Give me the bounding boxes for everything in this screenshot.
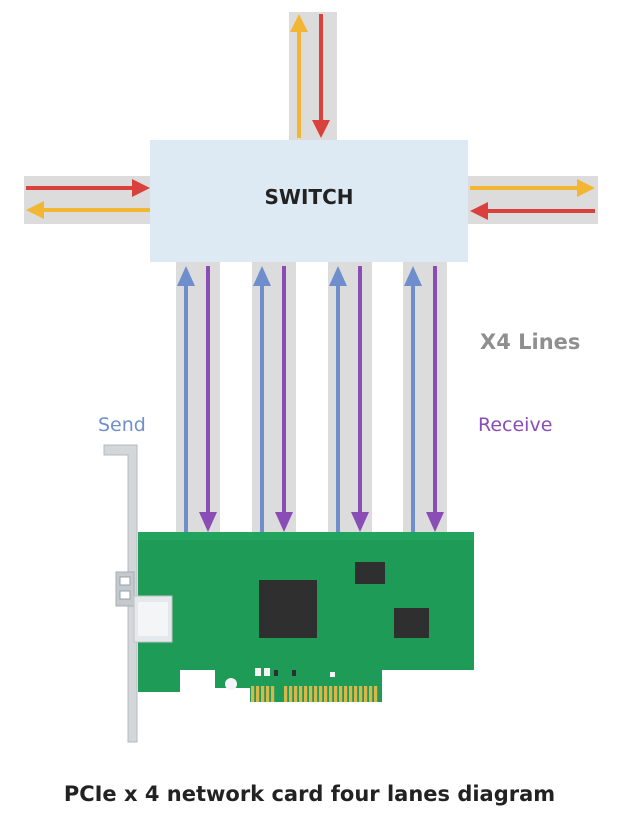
gold-finger — [334, 686, 338, 702]
lane-4-receive-arrow — [426, 266, 444, 532]
gold-finger — [289, 686, 293, 702]
lane-4-track — [403, 262, 447, 534]
gold-finger — [251, 686, 255, 702]
top-in-arrow — [312, 14, 330, 138]
side-chip — [394, 608, 429, 638]
gold-finger — [364, 686, 368, 702]
small-chip — [355, 562, 385, 584]
left-in-arrow — [26, 179, 150, 197]
right-track — [466, 176, 598, 224]
lane-2-track — [252, 262, 296, 534]
gold-finger — [349, 686, 353, 702]
lane-3-track — [328, 262, 372, 534]
switch-label: SWITCH — [265, 185, 354, 209]
gold-finger — [354, 686, 358, 702]
gold-finger — [369, 686, 373, 702]
lane-2-receive-arrow — [275, 266, 293, 532]
lanes — [176, 262, 447, 534]
top-track — [289, 12, 337, 142]
gold-finger — [329, 686, 333, 702]
gold-finger — [309, 686, 313, 702]
switch-box: SWITCH — [150, 140, 468, 262]
gold-finger — [339, 686, 343, 702]
diagram-caption: PCIe x 4 network card four lanes diagram — [63, 782, 556, 806]
gold-fingers — [251, 686, 378, 702]
right-in-arrow — [470, 202, 595, 220]
gold-finger — [344, 686, 348, 702]
gold-finger — [294, 686, 298, 702]
gold-finger — [299, 686, 303, 702]
lane-3-receive-arrow — [351, 266, 369, 532]
lane-4-send-arrow — [404, 266, 422, 532]
switch-rect — [150, 140, 468, 262]
lane-1-receive-arrow — [199, 266, 217, 532]
lane-arrows — [177, 266, 444, 532]
left-track — [24, 176, 154, 224]
gold-finger — [266, 686, 270, 702]
gold-finger — [256, 686, 260, 702]
receive-label: Receive — [478, 414, 552, 436]
gold-finger — [314, 686, 318, 702]
lines-label: X4 Lines — [480, 330, 580, 354]
card-bracket — [103, 444, 138, 743]
gold-finger — [304, 686, 308, 702]
component-dot — [225, 678, 237, 690]
gold-finger — [284, 686, 288, 702]
main-chip — [259, 580, 317, 638]
gold-finger — [261, 686, 265, 702]
send-label: Send — [98, 414, 146, 436]
gold-finger — [324, 686, 328, 702]
gold-finger — [319, 686, 323, 702]
lane-3-send-arrow — [329, 266, 347, 532]
right-out-arrow — [470, 179, 595, 197]
gold-finger — [359, 686, 363, 702]
gold-finger — [374, 686, 378, 702]
lane-1-send-arrow — [177, 266, 195, 532]
top-out-arrow — [290, 14, 308, 138]
lane-2-send-arrow — [253, 266, 271, 532]
gold-finger — [271, 686, 275, 702]
lane-1-track — [176, 262, 220, 534]
left-out-arrow — [26, 201, 150, 219]
network-card — [103, 444, 474, 743]
